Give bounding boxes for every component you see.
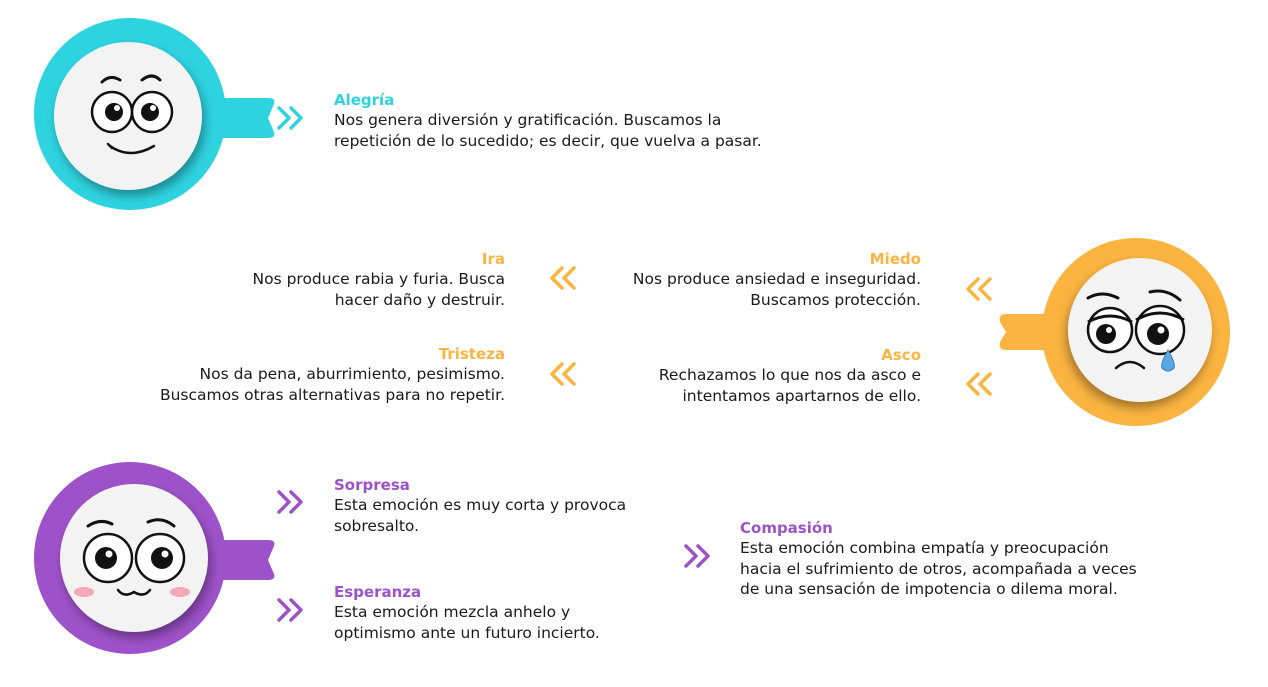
chevron-left-icon — [547, 362, 577, 386]
emotion-text-line: Esta emoción combina empatía y preocupac… — [740, 539, 1109, 557]
emotion-text-line: optimismo ante un futuro incierto. — [334, 623, 600, 642]
happy-face-badge — [30, 14, 280, 224]
chevron-left-icon — [963, 372, 993, 396]
emotion-alegria: Alegría Nos genera diversión y gratifica… — [334, 90, 762, 151]
emotion-asco: Asco Rechazamos lo que nos da asco e int… — [580, 345, 921, 406]
emotion-title: Miedo — [869, 250, 921, 268]
surprised-face-badge — [30, 460, 280, 660]
chevron-left-icon — [963, 277, 993, 301]
emotion-text-line: intentamos apartarnos de ello. — [682, 386, 921, 405]
emotion-text-line: Nos da pena, aburrimiento, pesimismo. — [199, 365, 506, 383]
emotion-tristeza: Tristeza Nos da pena, aburrimiento, pesi… — [100, 344, 505, 405]
chevron-right-icon — [683, 544, 713, 568]
emotion-title: Esperanza — [334, 583, 422, 601]
emotion-text-line: Buscamos otras alternativas para no repe… — [159, 385, 505, 404]
chevron-right-icon — [276, 106, 306, 130]
emotion-text-line: Nos produce rabia y furia. Busca — [252, 270, 506, 288]
emotion-title: Compasión — [740, 519, 833, 537]
emotion-text-line: Nos produce ansiedad e inseguridad. — [632, 270, 921, 288]
emotion-text-line: Rechazamos lo que nos da asco e — [658, 366, 921, 384]
sad-crying-face-icon — [999, 238, 1230, 426]
emotion-title: Asco — [881, 346, 921, 364]
chevron-right-icon — [276, 598, 306, 622]
emotion-ira: Ira Nos produce rabia y furia. Busca hac… — [180, 249, 506, 310]
emotion-compasion: Compasión Esta emoción combina empatía y… — [740, 518, 1137, 600]
chevron-right-icon — [276, 490, 306, 514]
happy-face-icon — [34, 18, 275, 210]
emotion-title: Alegría — [334, 91, 395, 109]
emotion-esperanza: Esperanza Esta emoción mezcla anhelo y o… — [334, 582, 600, 643]
emotion-text-line: de una sensación de impotencia o dilema … — [740, 580, 1118, 598]
emotion-text-line: sobresalto. — [334, 516, 420, 535]
emotion-title: Tristeza — [438, 345, 505, 363]
emotion-text-line: Esta emoción mezcla anhelo y — [334, 603, 571, 621]
emotion-title: Ira — [481, 250, 505, 268]
emotion-text-line: Esta emoción es muy corta y provoca — [334, 496, 627, 514]
sad-face-badge — [994, 234, 1234, 434]
emotion-text-line: repetición de lo sucedido; es decir, que… — [334, 131, 762, 150]
emotion-text-line: hacer daño y destruir. — [334, 290, 505, 309]
chevron-left-icon — [547, 266, 577, 290]
emotion-text-line: Nos genera diversión y gratificación. Bu… — [334, 111, 722, 129]
emotion-text-line: hacia el sufrimiento de otros, acompañad… — [740, 559, 1137, 578]
emotion-sorpresa: Sorpresa Esta emoción es muy corta y pro… — [334, 475, 626, 536]
emotion-miedo: Miedo Nos produce ansiedad e inseguridad… — [560, 249, 921, 310]
surprised-blushing-face-icon — [34, 462, 275, 654]
emotion-title: Sorpresa — [334, 476, 410, 494]
emotion-text-line: Buscamos protección. — [750, 290, 921, 309]
